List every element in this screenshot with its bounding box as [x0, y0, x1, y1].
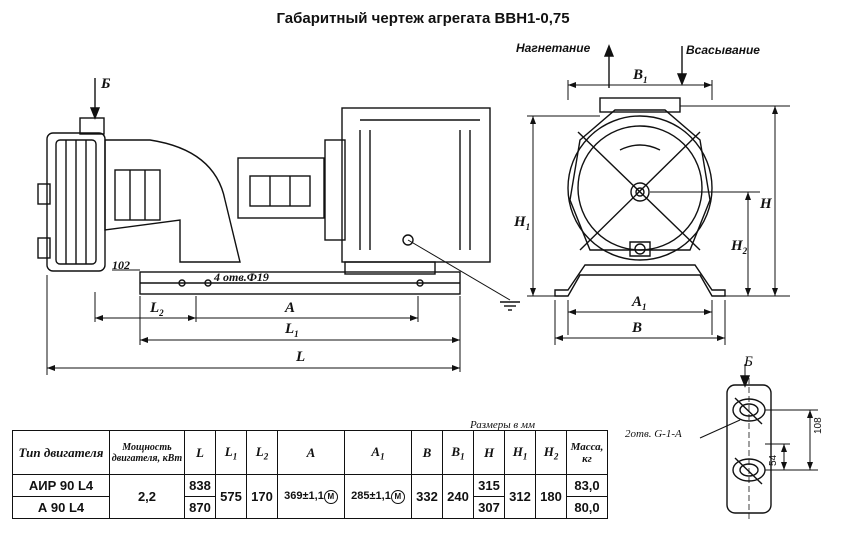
dim-H2: H2	[731, 238, 748, 256]
th-A1: A1	[344, 430, 412, 475]
th-H1: H1	[504, 430, 536, 475]
th-H2: H2	[535, 430, 567, 475]
dim-H1: H1	[514, 214, 531, 232]
th-L2: L2	[246, 430, 278, 475]
dim-A: A	[285, 300, 296, 316]
th-motor-type: Тип двигателя	[12, 430, 110, 475]
th-L1: L1	[215, 430, 247, 475]
dim-A1: A1	[632, 294, 647, 312]
side-view	[37, 78, 520, 375]
front-view	[527, 44, 790, 345]
cell-H-2: 307	[473, 496, 505, 519]
discharge-label: Нагнетание	[516, 41, 591, 55]
view-b	[699, 364, 818, 520]
dim-B1: B1	[633, 67, 648, 85]
th-mass: Масса, кг	[566, 430, 608, 475]
pump-casing	[567, 115, 713, 261]
dim-B: B	[632, 320, 643, 336]
front-base	[554, 264, 726, 297]
cell-L1: 575	[215, 474, 247, 519]
cell-L-2: 870	[184, 496, 216, 519]
cell-H-1: 315	[473, 474, 505, 497]
cell-mass-1: 83,0	[566, 474, 608, 497]
drawing-title: Габаритный чертеж агрегата ВВН1-0,75	[276, 10, 570, 27]
view-b-arrow-label: Б	[101, 76, 111, 92]
dim-L1: L1	[285, 321, 299, 339]
cell-H2: 180	[535, 474, 567, 519]
dim-H: H	[760, 196, 772, 212]
tolerance-mark: М	[323, 489, 338, 504]
pump-body	[104, 139, 241, 263]
th-B: B	[411, 430, 443, 475]
cell-L2: 170	[246, 474, 278, 519]
th-A: A	[277, 430, 345, 475]
dim-L2: L2	[150, 300, 164, 318]
suction-label: Всасывание	[686, 43, 760, 57]
dim-108: 108	[813, 417, 824, 434]
cell-motor-2: А 90 L4	[12, 496, 110, 519]
th-B1: B1	[442, 430, 474, 475]
th-power: Мощность двигателя, кВт	[109, 430, 185, 475]
dim-holes: 4 отв.Ф19	[214, 270, 269, 284]
dim-L: L	[296, 349, 306, 365]
th-L: L	[184, 430, 216, 475]
view-b-title: Б	[744, 354, 753, 370]
dim-54: 54	[768, 454, 779, 466]
coupling	[237, 157, 325, 219]
spec-table: Тип двигателя Мощность двигателя, кВт L …	[12, 430, 608, 519]
cell-power: 2,2	[109, 474, 185, 519]
motor	[341, 107, 491, 263]
table-units: Размеры в мм	[470, 419, 535, 431]
cell-mass-2: 80,0	[566, 496, 608, 519]
cell-B: 332	[411, 474, 443, 519]
cell-H1: 312	[504, 474, 536, 519]
th-H: H	[473, 430, 505, 475]
thread-note: 2отв. G-1-A	[625, 428, 682, 440]
cell-L-1: 838	[184, 474, 216, 497]
dim-102: 102	[112, 258, 130, 272]
tolerance-mark: М	[390, 489, 405, 504]
cell-B1: 240	[442, 474, 474, 519]
cell-motor-1: АИР 90 L4	[12, 474, 110, 497]
